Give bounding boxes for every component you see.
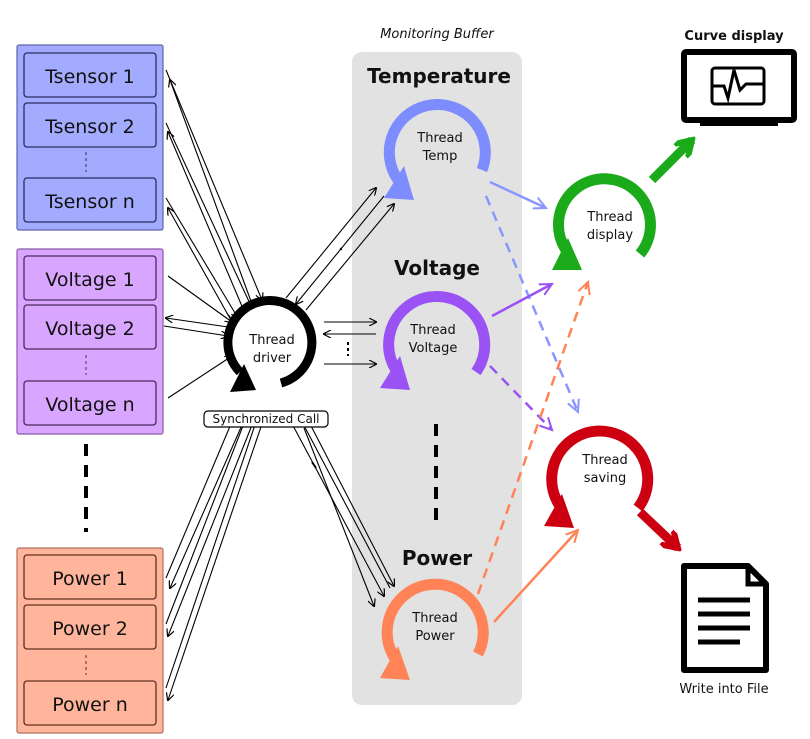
thread-temp: Thread Temp <box>383 99 491 200</box>
saving-loop-arc <box>546 425 654 512</box>
voltage-loop-arc <box>383 291 491 376</box>
thread-saving: Thread saving <box>544 425 654 528</box>
voltage-to-display-arrow <box>491 282 552 318</box>
thread-voltage: Thread Voltage <box>380 291 491 390</box>
sensor-label-tsensor-2: Tsensor 2 <box>44 116 135 138</box>
display-loop-arrowhead <box>552 238 582 270</box>
sensor-box-voltage-2 <box>23 304 157 350</box>
sync-call-label: Synchronized Call <box>213 412 320 426</box>
display-loop-arc <box>552 173 656 258</box>
voltage-to-saving-arrow <box>489 365 552 430</box>
power-label-line2: Power <box>415 629 455 644</box>
buffer-heading-temperature: Temperature <box>367 64 511 88</box>
sensor-label-voltage-2: Voltage 2 <box>45 318 134 340</box>
sensor-label-tsensor-n: Tsensor n <box>44 191 135 213</box>
sensor-label-voltage-1: Voltage 1 <box>45 269 134 291</box>
saving-label-line2: saving <box>584 471 627 486</box>
display-label-line1: Thread <box>586 210 632 225</box>
temp-label-line1: Thread <box>416 131 462 146</box>
temperature-sensor-group: Tsensor 1 Tsensor 2 Tsensor n <box>16 44 164 231</box>
power-to-display-arrow <box>476 282 588 595</box>
driver-loop-arc <box>223 296 317 388</box>
monitoring-buffer-panel <box>352 52 522 705</box>
voltage-label-line2: Voltage <box>409 341 458 356</box>
power-loop-arrowhead <box>380 646 410 680</box>
voltage-label-line1: Thread <box>409 323 455 338</box>
sensor-box-tsensor-n <box>23 177 157 223</box>
sync-call-box <box>203 410 329 428</box>
power-to-saving-arrow <box>493 530 578 623</box>
sensor-label-power-n: Power n <box>52 694 128 716</box>
sensor-label-tsensor-1: Tsensor 1 <box>44 66 135 88</box>
file-icon <box>681 563 769 673</box>
temp-to-display-arrow <box>489 180 546 208</box>
sensor-box-voltage-n <box>23 380 157 426</box>
sensor-box-tsensor-1 <box>23 52 157 98</box>
monitoring-buffer-title: Monitoring Buffer <box>380 27 495 42</box>
temp-loop-arrowhead <box>384 166 414 200</box>
power-sensor-group: Power 1 Power 2 Power n <box>16 547 164 734</box>
sensor-box-voltage-1 <box>23 255 157 301</box>
sensor-box-power-2 <box>23 604 157 650</box>
temp-label-line2: Temp <box>422 149 458 164</box>
driver-buffer-connections <box>285 188 394 606</box>
sensor-box-power-1 <box>23 554 157 600</box>
sensor-box-power-n <box>23 680 157 726</box>
sensor-label-voltage-n: Voltage n <box>45 394 134 416</box>
sensor-box-tsensor-2 <box>23 102 157 148</box>
saving-label-line1: Thread <box>581 453 627 468</box>
driver-loop-arrowhead <box>230 364 256 392</box>
driver-label-line2: driver <box>253 351 292 366</box>
sensor-label-power-2: Power 2 <box>52 618 128 640</box>
thread-display: Thread display <box>552 173 656 270</box>
sensor-driver-connections <box>163 69 265 700</box>
buffer-heading-voltage: Voltage <box>394 256 480 280</box>
power-label-line1: Thread <box>411 611 457 626</box>
display-label-line2: display <box>587 228 633 243</box>
thread-power: Thread Power <box>380 578 489 680</box>
curve-display-label: Curve display <box>684 29 784 44</box>
driver-label-line1: Thread <box>248 333 294 348</box>
temp-loop-arc <box>383 99 491 184</box>
buffer-output-arrows <box>476 180 588 623</box>
saving-to-file-arrow <box>636 508 678 548</box>
display-to-monitor-arrow <box>648 140 692 184</box>
voltage-sensor-group: Voltage 1 Voltage 2 Voltage n <box>16 248 164 435</box>
monitor-icon <box>681 49 797 126</box>
thread-driver: Thread driver <box>223 296 317 392</box>
voltage-loop-arrowhead <box>380 356 410 390</box>
write-file-label: Write into File <box>679 682 768 697</box>
buffer-heading-power: Power <box>402 546 472 570</box>
saving-loop-arrowhead <box>544 494 574 528</box>
power-loop-arc <box>381 578 489 664</box>
sensor-label-power-1: Power 1 <box>52 568 128 590</box>
temp-to-saving-arrow <box>484 195 578 412</box>
